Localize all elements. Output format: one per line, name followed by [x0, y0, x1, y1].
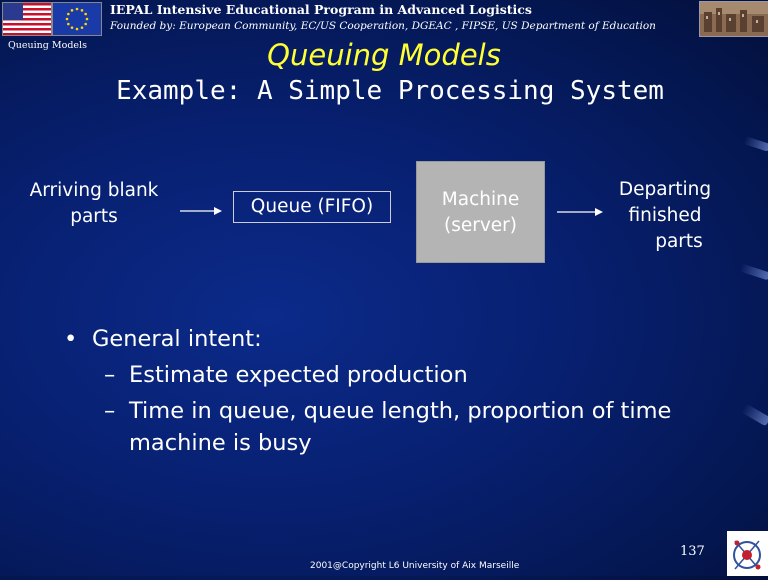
- eu-star: [85, 17, 89, 21]
- copyright-text: 2001@Copyright L6 University of Aix Mars…: [310, 561, 520, 571]
- decor-streak: [741, 403, 768, 427]
- machine-line2: (server): [444, 215, 517, 236]
- eu-star: [75, 7, 79, 11]
- page-number: 137: [680, 544, 705, 559]
- dash-marker: –: [104, 362, 116, 388]
- subbullet-continuation: machine is busy: [129, 430, 312, 456]
- departing-line3: parts: [655, 231, 703, 252]
- eu-star: [65, 17, 69, 21]
- slide-title: Queuing Models: [267, 38, 501, 72]
- arrow-to-queue: [180, 207, 222, 215]
- departing-parts-label: Departing finished parts: [605, 177, 725, 255]
- machine-box: Machine (server): [416, 161, 545, 263]
- arriving-line1: Arriving blank: [29, 180, 159, 201]
- corner-section-label: Queuing Models: [8, 40, 87, 51]
- queue-box: Queue (FIFO): [233, 191, 391, 223]
- arriving-parts-label: Arriving blank parts: [18, 178, 170, 230]
- decor-streak: [743, 136, 768, 152]
- eu-star: [80, 26, 84, 29]
- header-title: IEPAL Intensive Educational Program in A…: [110, 2, 532, 17]
- header-subtitle: Founded by: European Community, EC/US Co…: [110, 20, 656, 32]
- eu-star: [67, 12, 70, 16]
- arrow-to-departing: [557, 208, 603, 216]
- bullet-marker: •: [64, 326, 78, 352]
- eu-star: [84, 12, 87, 16]
- eu-star: [70, 9, 74, 12]
- eu-flag-logo: [52, 2, 102, 36]
- us-flag-logo: [2, 2, 52, 36]
- eu-star: [84, 22, 87, 26]
- eu-star: [80, 9, 84, 12]
- slide-subtitle: Example: A Simple Processing System: [116, 76, 664, 106]
- subbullet-time-in-queue: –Time in queue, queue length, proportion…: [104, 398, 671, 424]
- queue-label: Queue (FIFO): [250, 196, 374, 217]
- decor-streak: [739, 263, 768, 281]
- subbullet-production: –Estimate expected production: [104, 362, 468, 388]
- arriving-line2: parts: [70, 206, 118, 227]
- eu-star: [67, 22, 70, 26]
- bullet-text: General intent:: [92, 326, 262, 352]
- bullet-general-intent: • General intent:: [64, 326, 262, 352]
- machine-line1: Machine: [441, 189, 520, 210]
- subbullet-text: Estimate expected production: [129, 362, 468, 388]
- university-logo: [727, 531, 768, 576]
- dash-marker: –: [104, 398, 116, 424]
- departing-line1: Departing: [618, 179, 712, 200]
- city-photo-logo: [699, 1, 768, 37]
- eu-star: [75, 27, 79, 31]
- eu-star: [70, 26, 74, 29]
- departing-line2: finished: [628, 205, 702, 226]
- subbullet-text: Time in queue, queue length, proportion …: [129, 398, 672, 424]
